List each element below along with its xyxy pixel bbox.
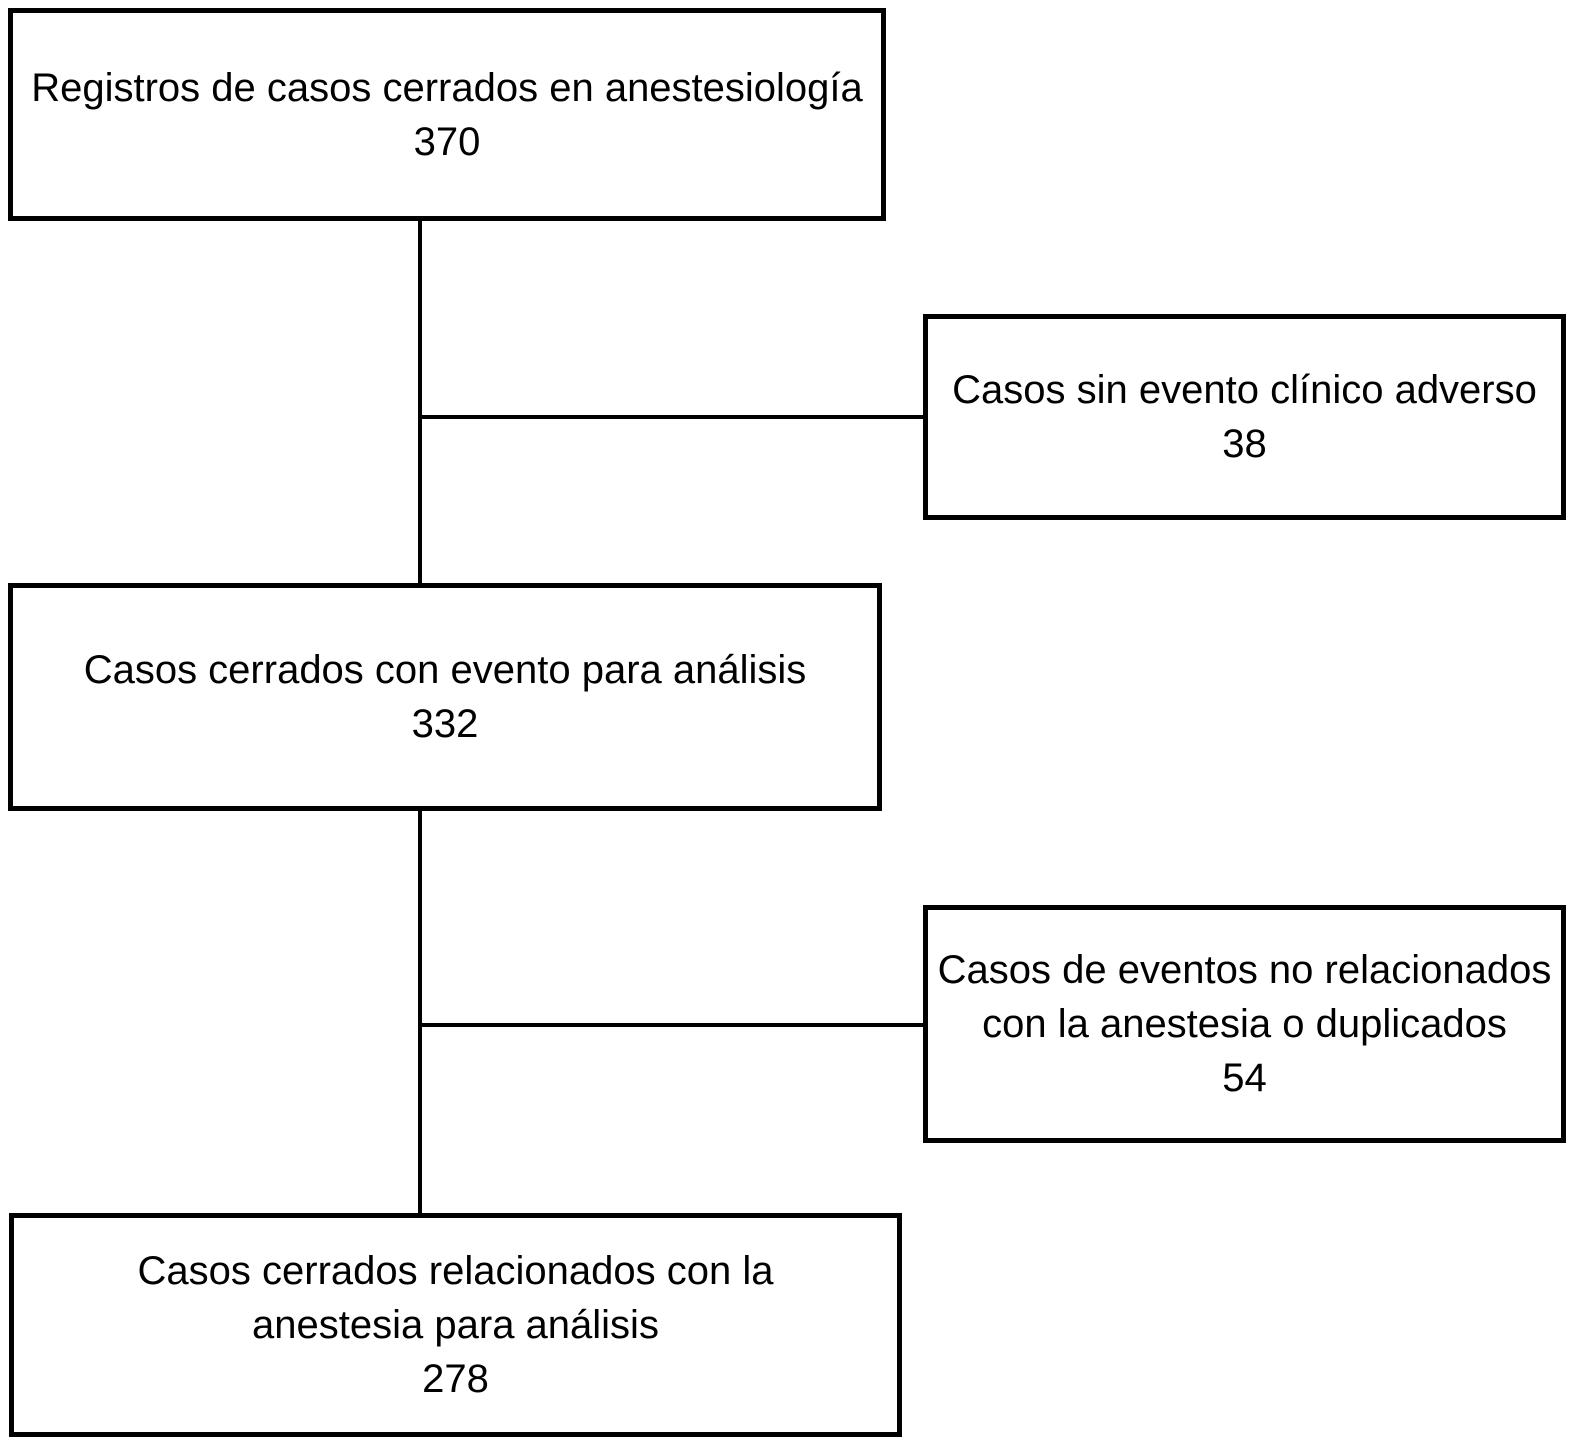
node-label: Registros de casos cerrados en anestesio… bbox=[31, 65, 863, 110]
flow-node-casos-con-evento: Casos cerrados con evento para análisis … bbox=[8, 583, 882, 811]
flow-node-excluidos-sin-evento: Casos sin evento clínico adverso 38 bbox=[923, 314, 1566, 520]
flow-node-casos-finales: Casos cerrados relacionados con la anest… bbox=[9, 1213, 902, 1437]
node-text: Casos cerrados con evento para análisis … bbox=[84, 643, 807, 751]
node-label: Casos de eventos no relacionados con la … bbox=[937, 948, 1552, 1046]
node-text: Casos cerrados relacionados con la anest… bbox=[106, 1244, 806, 1406]
node-value: 278 bbox=[422, 1357, 489, 1401]
flow-node-registros-totales: Registros de casos cerrados en anestesio… bbox=[8, 8, 886, 221]
node-value: 332 bbox=[411, 702, 479, 746]
node-text: Casos sin evento clínico adverso 38 bbox=[952, 363, 1537, 471]
node-value: 38 bbox=[1222, 422, 1267, 466]
connector-vertical-top bbox=[418, 221, 422, 583]
flow-node-excluidos-no-relacionados: Casos de eventos no relacionados con la … bbox=[923, 905, 1566, 1143]
node-label: Casos cerrados relacionados con la anest… bbox=[137, 1249, 774, 1347]
connector-branch-excluded1 bbox=[420, 415, 923, 419]
connector-vertical-bottom bbox=[418, 811, 422, 1213]
node-value: 54 bbox=[1222, 1056, 1267, 1100]
node-text: Casos de eventos no relacionados con la … bbox=[935, 943, 1555, 1105]
connector-branch-excluded2 bbox=[420, 1023, 923, 1027]
node-value: 370 bbox=[413, 119, 481, 164]
node-label: Casos sin evento clínico adverso bbox=[952, 368, 1537, 412]
node-label: Casos cerrados con evento para análisis bbox=[83, 648, 807, 692]
node-text: Registros de casos cerrados en anestesio… bbox=[31, 61, 863, 169]
